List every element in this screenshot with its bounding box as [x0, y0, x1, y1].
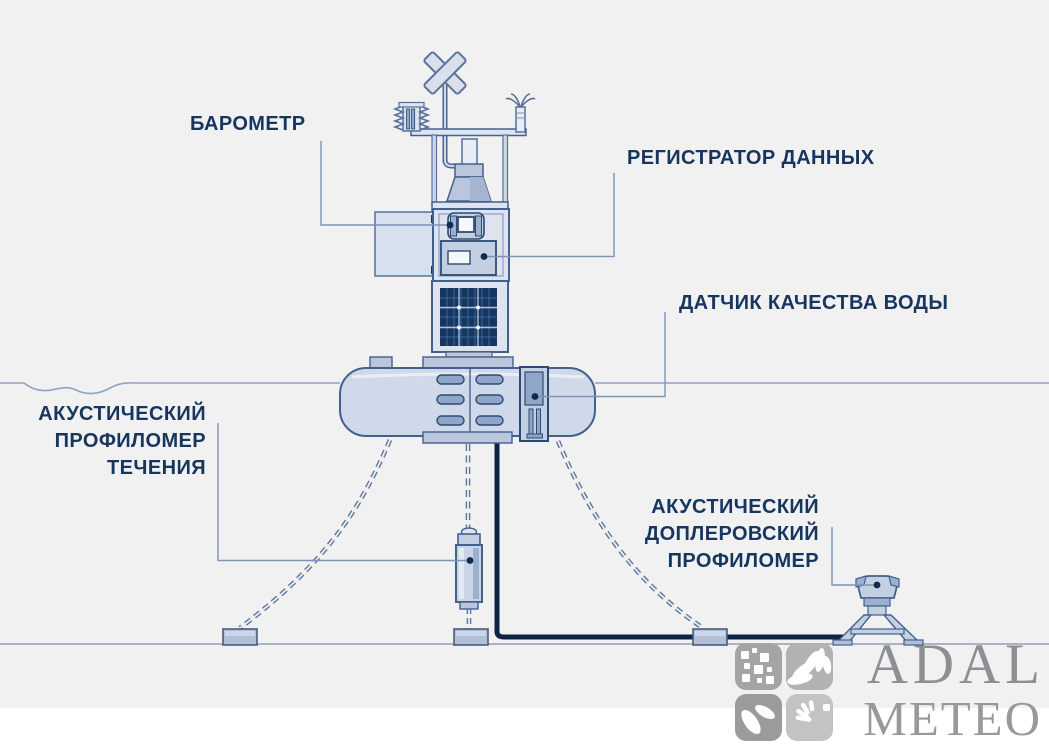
radiation-shield-icon: [392, 101, 431, 132]
label-acoustic-doppler-profiler: АКУСТИЧЕСКИЙ ДОПЛЕРОВСКИЙ ПРОФИЛОМЕР: [520, 494, 819, 575]
frame-rail-left-icon: [431, 134, 438, 206]
leader-data-logger: [484, 173, 615, 258]
label-line: ДОПЛЕРОВСКИЙ: [644, 523, 819, 545]
vane-housing-icon: [431, 138, 509, 212]
logo-tile-palm-icon: [786, 643, 833, 690]
leader-dot-data-logger: [480, 253, 488, 260]
adcp-tripod-icon: [832, 575, 924, 646]
leader-dot-current-profiler: [466, 557, 474, 564]
leader-barometer: [320, 141, 450, 226]
signal-cable-icon: [494, 437, 848, 640]
anemometer-cross-icon: [423, 51, 467, 95]
mooring-chain-center-icon: [465, 444, 472, 629]
logo-emblem-icon: [735, 643, 833, 741]
leader-dot-barometer: [446, 221, 454, 229]
label-acoustic-current-profiler: АКУСТИЧЕСКИЙ ПРОФИЛОМЕР ТЕЧЕНИЯ: [0, 401, 206, 482]
label-line: ПРОФИЛОМЕР: [54, 430, 206, 452]
label-line: ТЕЧЕНИЯ: [107, 457, 206, 479]
anchor-block-right-icon: [692, 628, 728, 646]
solar-panel-icon: [428, 280, 510, 365]
buoy-hull-icon: [339, 356, 596, 444]
logo-text-meteo: METEO: [863, 691, 1042, 746]
bottom-white-strip: [0, 708, 1049, 756]
logo-tile-rays-icon: [786, 694, 833, 741]
label-water-quality-sensor: ДАТЧИК КАЧЕСТВА ВОДЫ: [679, 292, 949, 314]
mast-icon: [442, 80, 457, 169]
leader-dot-adcp: [873, 581, 881, 589]
label-barometer: БАРОМЕТР: [190, 113, 306, 135]
data-logger-icon: [440, 240, 497, 276]
label-data-logger: РЕГИСТРАТОР ДАННЫХ: [627, 147, 875, 169]
frame-rail-right-icon: [502, 134, 509, 206]
crossbar-icon: [410, 128, 527, 137]
leader-water-quality: [535, 312, 666, 398]
logo-tile-leaves-icon: [735, 694, 782, 741]
leader-dot-water-quality: [531, 393, 539, 400]
label-line: ПРОФИЛОМЕР: [667, 550, 819, 572]
anchor-block-center-icon: [453, 628, 489, 646]
logo-tile-mosaic-icon: [735, 643, 782, 690]
adal-meteo-logo: ADAL METEO: [735, 636, 1040, 751]
barometer-box-icon: [374, 211, 438, 277]
barometer-sensor-icon: [447, 212, 485, 240]
label-line: АКУСТИЧЕСКИЙ: [651, 496, 819, 518]
waterline-icon: [0, 382, 1049, 395]
anchor-block-left-icon: [222, 628, 258, 646]
wind-sensor-icon: [505, 93, 536, 133]
leader-adcp: [831, 527, 877, 586]
mooring-chain-left-icon: [238, 439, 393, 630]
leader-current-profiler: [217, 423, 470, 562]
mooring-chain-right-icon: [555, 440, 702, 628]
logo-wordmark: ADAL METEO: [842, 636, 1042, 746]
water-quality-sensor-icon: [519, 366, 549, 442]
logo-text-adal: ADAL: [866, 633, 1045, 696]
current-profiler-icon: [455, 527, 483, 610]
label-line: АКУСТИЧЕСКИЙ: [38, 403, 206, 425]
